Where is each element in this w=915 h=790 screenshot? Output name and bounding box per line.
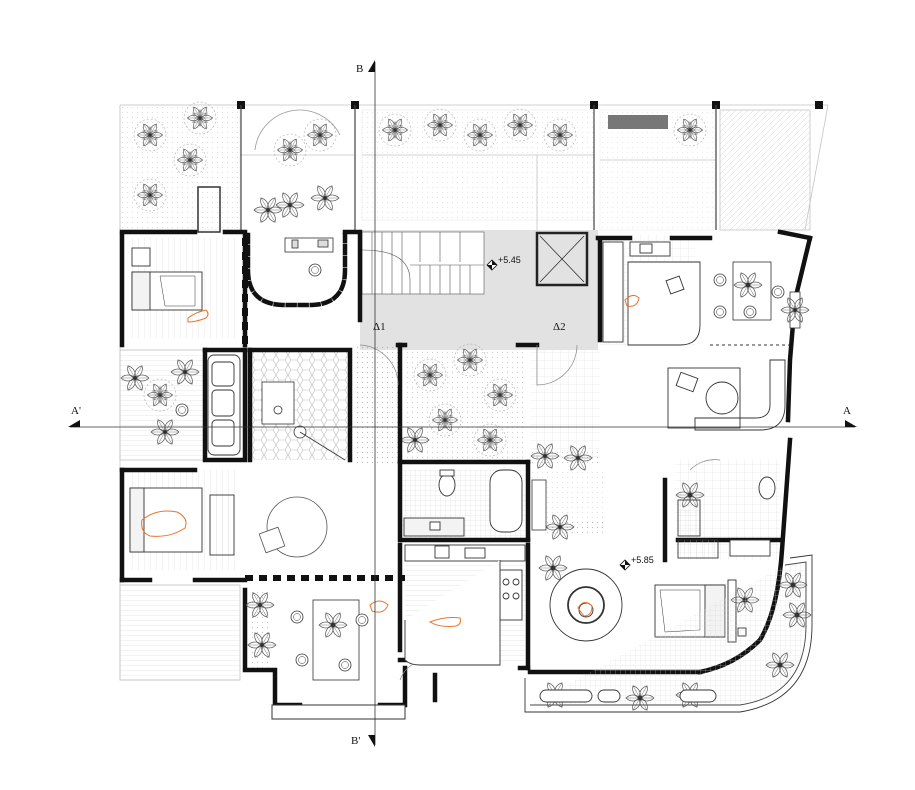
figure-lying-3 [428,617,461,627]
planter-strip [530,442,605,540]
living-table [261,381,346,461]
level-marker-upper-symbol [486,259,498,271]
bedroom-upper-left [131,247,203,311]
staircase [361,231,485,295]
section-mark-bottom: B' [351,735,360,747]
kitchen-right [602,241,701,346]
side-planter-right [781,291,809,329]
elevator-shaft [535,231,589,287]
lounge-right [539,554,623,642]
checker-walls [242,238,405,581]
bath-right [676,476,776,559]
sofa-right [667,344,790,431]
section-mark-top: B [356,63,363,75]
section-mark-left: A' [71,405,81,417]
entrance-step [271,704,406,720]
figure-curled [577,602,593,617]
figure-lying-1 [187,309,209,323]
level-marker-lower-symbol [619,559,631,571]
bedroom-lower-left [129,487,235,556]
figure-sitting [369,600,389,613]
garden-arc [254,109,341,151]
dining-right [713,261,785,321]
garden-outline [119,104,829,681]
chimney [197,186,221,233]
delta-mark-2: Δ2 [553,321,566,333]
section-mark-right: A [843,405,851,417]
figure-lying-2 [141,510,187,537]
level-lower: +5.85 [631,555,654,565]
bathroom [403,469,523,537]
garden-bench [608,115,668,129]
level-upper: +5.45 [498,255,521,265]
dining [290,599,369,681]
lounge-rug [258,496,328,558]
kitchen-center [404,544,526,666]
courtyard [401,344,525,460]
figure-cooking [624,294,640,307]
terrace-desk [284,237,334,277]
sofa-left [207,354,241,456]
delta-mark-1: Δ1 [373,321,386,333]
section-lines [70,62,855,745]
section-arrows [68,60,857,747]
balcony [524,554,813,713]
pergola-posts [240,105,717,230]
door-swings [359,344,721,681]
dining-planter [246,590,276,668]
